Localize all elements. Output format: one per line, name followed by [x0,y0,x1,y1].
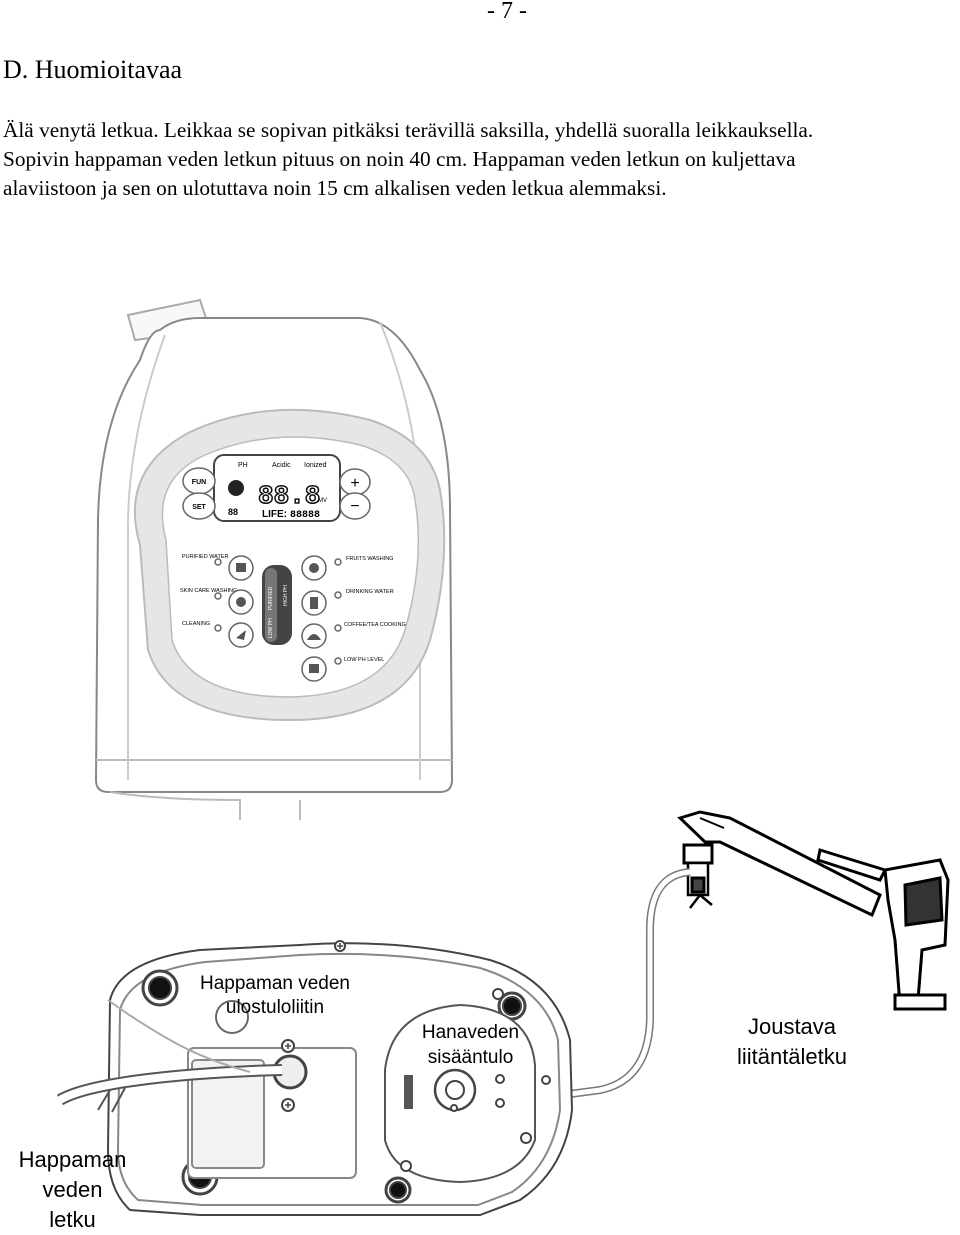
instruction-paragraph: Älä venytä letkua. Leikkaa se sopivan pi… [3,116,958,203]
ionized-label: Ionized [304,462,327,469]
fruit-icon [309,563,319,573]
slider-label-purified: PURIFIED [268,586,274,610]
fan-icon [228,480,244,496]
callout-line: Happaman [18,1147,127,1172]
paragraph-line: Älä venytä letkua. Leikkaa se sopivan pi… [3,118,814,142]
paragraph-line: Sopivin happaman veden letkun pituus on … [3,147,796,171]
diverter-valve [690,876,706,894]
mode-label-skin-care: SKIN CARE WASHING [180,588,237,594]
callout-line: liitäntäletku [736,1044,848,1069]
callout-line: sisääntulo [427,1047,514,1068]
mode-label-low-ph: LOW PH LEVEL [344,657,384,663]
minus-button[interactable] [339,492,371,520]
callout-line: letku [49,1207,96,1232]
ph-digits: 88.8 [258,481,320,511]
callout-line: ulostuloliitin [225,997,325,1018]
section-title: D. Huomioitavaa [3,55,183,84]
mv-label: MV [318,498,327,504]
callout-flex-hose: Joustava liitäntäletku [712,1012,872,1072]
page-number: - 7 - [487,0,527,24]
low-ph-icon [309,664,319,673]
cleaning-icon [236,630,246,640]
callout-line: veden [42,1177,103,1202]
callout-line: Happaman veden [200,973,350,994]
face-icon [236,597,246,607]
control-panel: PH Acidic Ionized 88.8 MV 88 LIFE: 88888… [133,408,446,722]
callout-tap-inlet: Hanaveden sisääntulo [408,1020,533,1070]
glass-icon [236,563,246,572]
mode-label-coffee: COFFEE/TEA COOKING [344,622,406,628]
callout-acid-hose: Happaman veden letku [5,1145,140,1235]
mode-led-skin-care [214,592,222,600]
paragraph-line: alaviistoon ja sen on ulotuttava noin 15… [3,176,667,200]
mode-led-purified [214,558,222,566]
mode-label-drinking: DRINKING WATER [346,589,394,595]
set-button-label: SET [192,504,206,511]
mode-label-cleaning: CLEANING [182,621,210,627]
life-label: LIFE: [262,509,287,520]
mode-led-drinking [334,591,342,599]
mode-label-purified: PURIFIED WATER [182,554,228,560]
slider-label-low: LOW PH [268,618,274,638]
mode-led-fruits [334,558,342,566]
set-button[interactable] [182,492,216,520]
faucet [677,810,950,1011]
minus-button-label: − [350,498,359,515]
bottle-icon [310,597,318,609]
cup-icon [307,634,321,640]
plus-button-label: + [350,475,359,492]
mode-led-cleaning [214,624,222,632]
callout-line: Joustava [747,1014,837,1039]
mode-led-low-ph [334,657,342,665]
callout-line: Hanaveden [421,1022,520,1043]
ph-label: PH [238,462,248,469]
mode-label-fruits: FRUITS WASHING [346,556,393,562]
small-digits: 88 [228,507,238,517]
callout-acid-outlet: Happaman veden ulostuloliitin [195,972,355,1020]
acidic-label: Acidic [272,462,291,469]
rubber-foot-inner [148,976,172,1000]
fun-button-label: FUN [192,479,206,486]
life-digits: 88888 [290,510,320,521]
mode-led-coffee [334,624,342,632]
lcd-display [213,454,341,522]
slider-label-high: HIGH PH [283,585,289,606]
